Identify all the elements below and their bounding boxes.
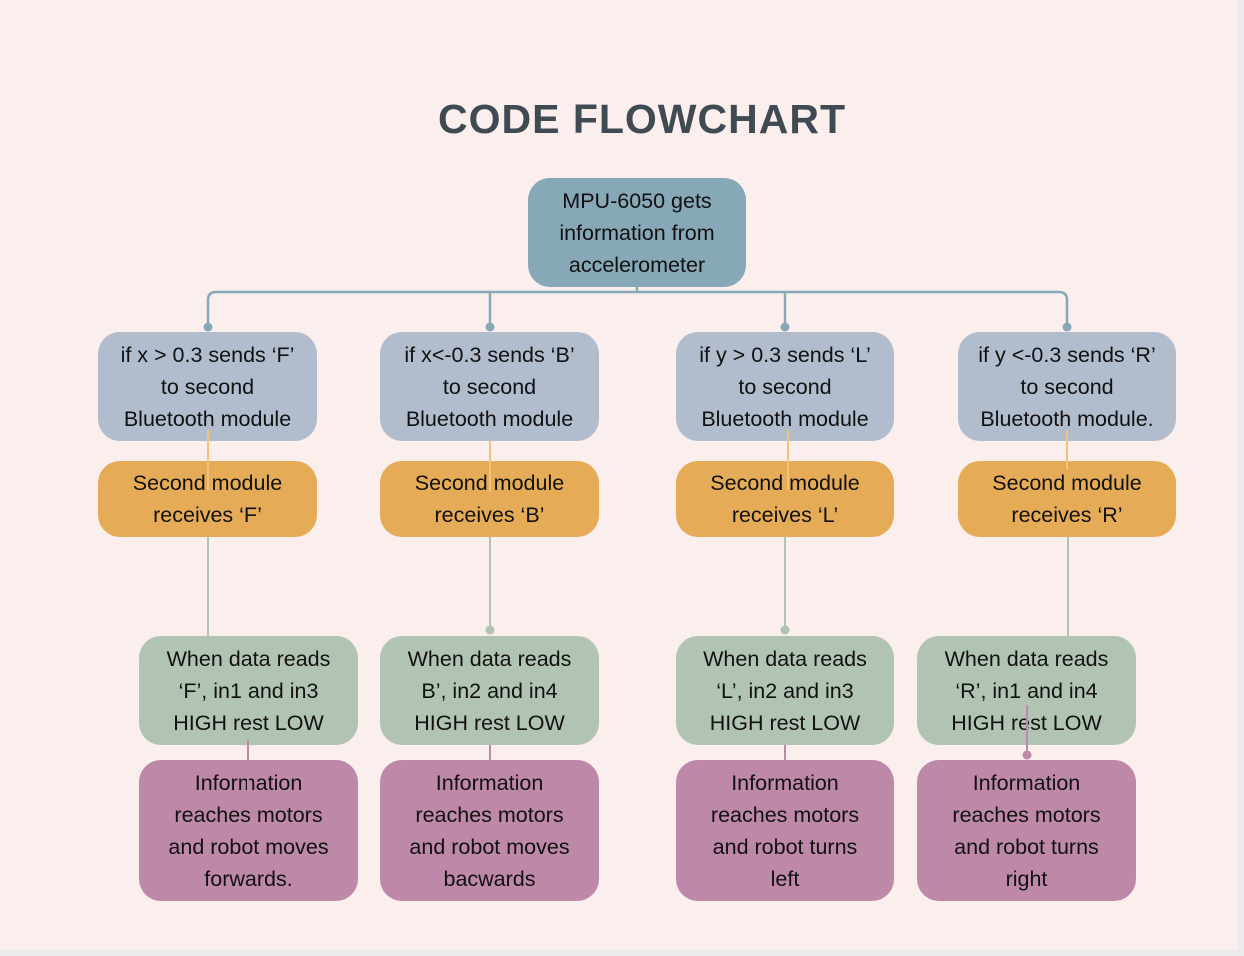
receive-node-l: Second module receives ‘L’ bbox=[676, 461, 894, 537]
info-node-l: Information reaches motors and robot tur… bbox=[676, 760, 894, 901]
connector-dot bbox=[1022, 750, 1032, 760]
condition-node-f: if x > 0.3 sends ‘F’ to second Bluetooth… bbox=[98, 332, 317, 441]
info-node-r: Information reaches motors and robot tur… bbox=[917, 760, 1136, 901]
condition-node-b: if x<-0.3 sends ‘B’ to second Bluetooth … bbox=[380, 332, 599, 441]
when-node-l: When data reads ‘L’, in2 and in3 HIGH re… bbox=[676, 636, 894, 745]
connector-dot bbox=[1062, 322, 1072, 332]
info-connectors bbox=[247, 705, 1028, 790]
connector-dot bbox=[780, 322, 790, 332]
connector-dot bbox=[203, 322, 213, 332]
root-connectors bbox=[206, 287, 1069, 327]
when-connectors bbox=[207, 537, 1069, 636]
connector-dot bbox=[485, 322, 495, 332]
connector-dot bbox=[780, 625, 790, 635]
condition-node-l: if y > 0.3 sends ‘L’ to second Bluetooth… bbox=[676, 332, 894, 441]
page-title: CODE FLOWCHART bbox=[437, 96, 846, 142]
receive-connectors bbox=[207, 430, 1068, 492]
receive-node-r: Second module receives ‘R’ bbox=[958, 461, 1176, 537]
connector-dot bbox=[485, 625, 495, 635]
when-node-b: When data reads B’, in2 and in4 HIGH res… bbox=[380, 636, 599, 745]
when-node-f: When data reads ‘F’, in1 and in3 HIGH re… bbox=[139, 636, 358, 745]
root-node: MPU-6050 gets information from accelerom… bbox=[528, 178, 746, 287]
receive-node-b: Second module receives ‘B’ bbox=[380, 461, 599, 537]
info-node-b: Information reaches motors and robot mov… bbox=[380, 760, 599, 901]
condition-node-r: if y <-0.3 sends ‘R’ to second Bluetooth… bbox=[958, 332, 1176, 441]
